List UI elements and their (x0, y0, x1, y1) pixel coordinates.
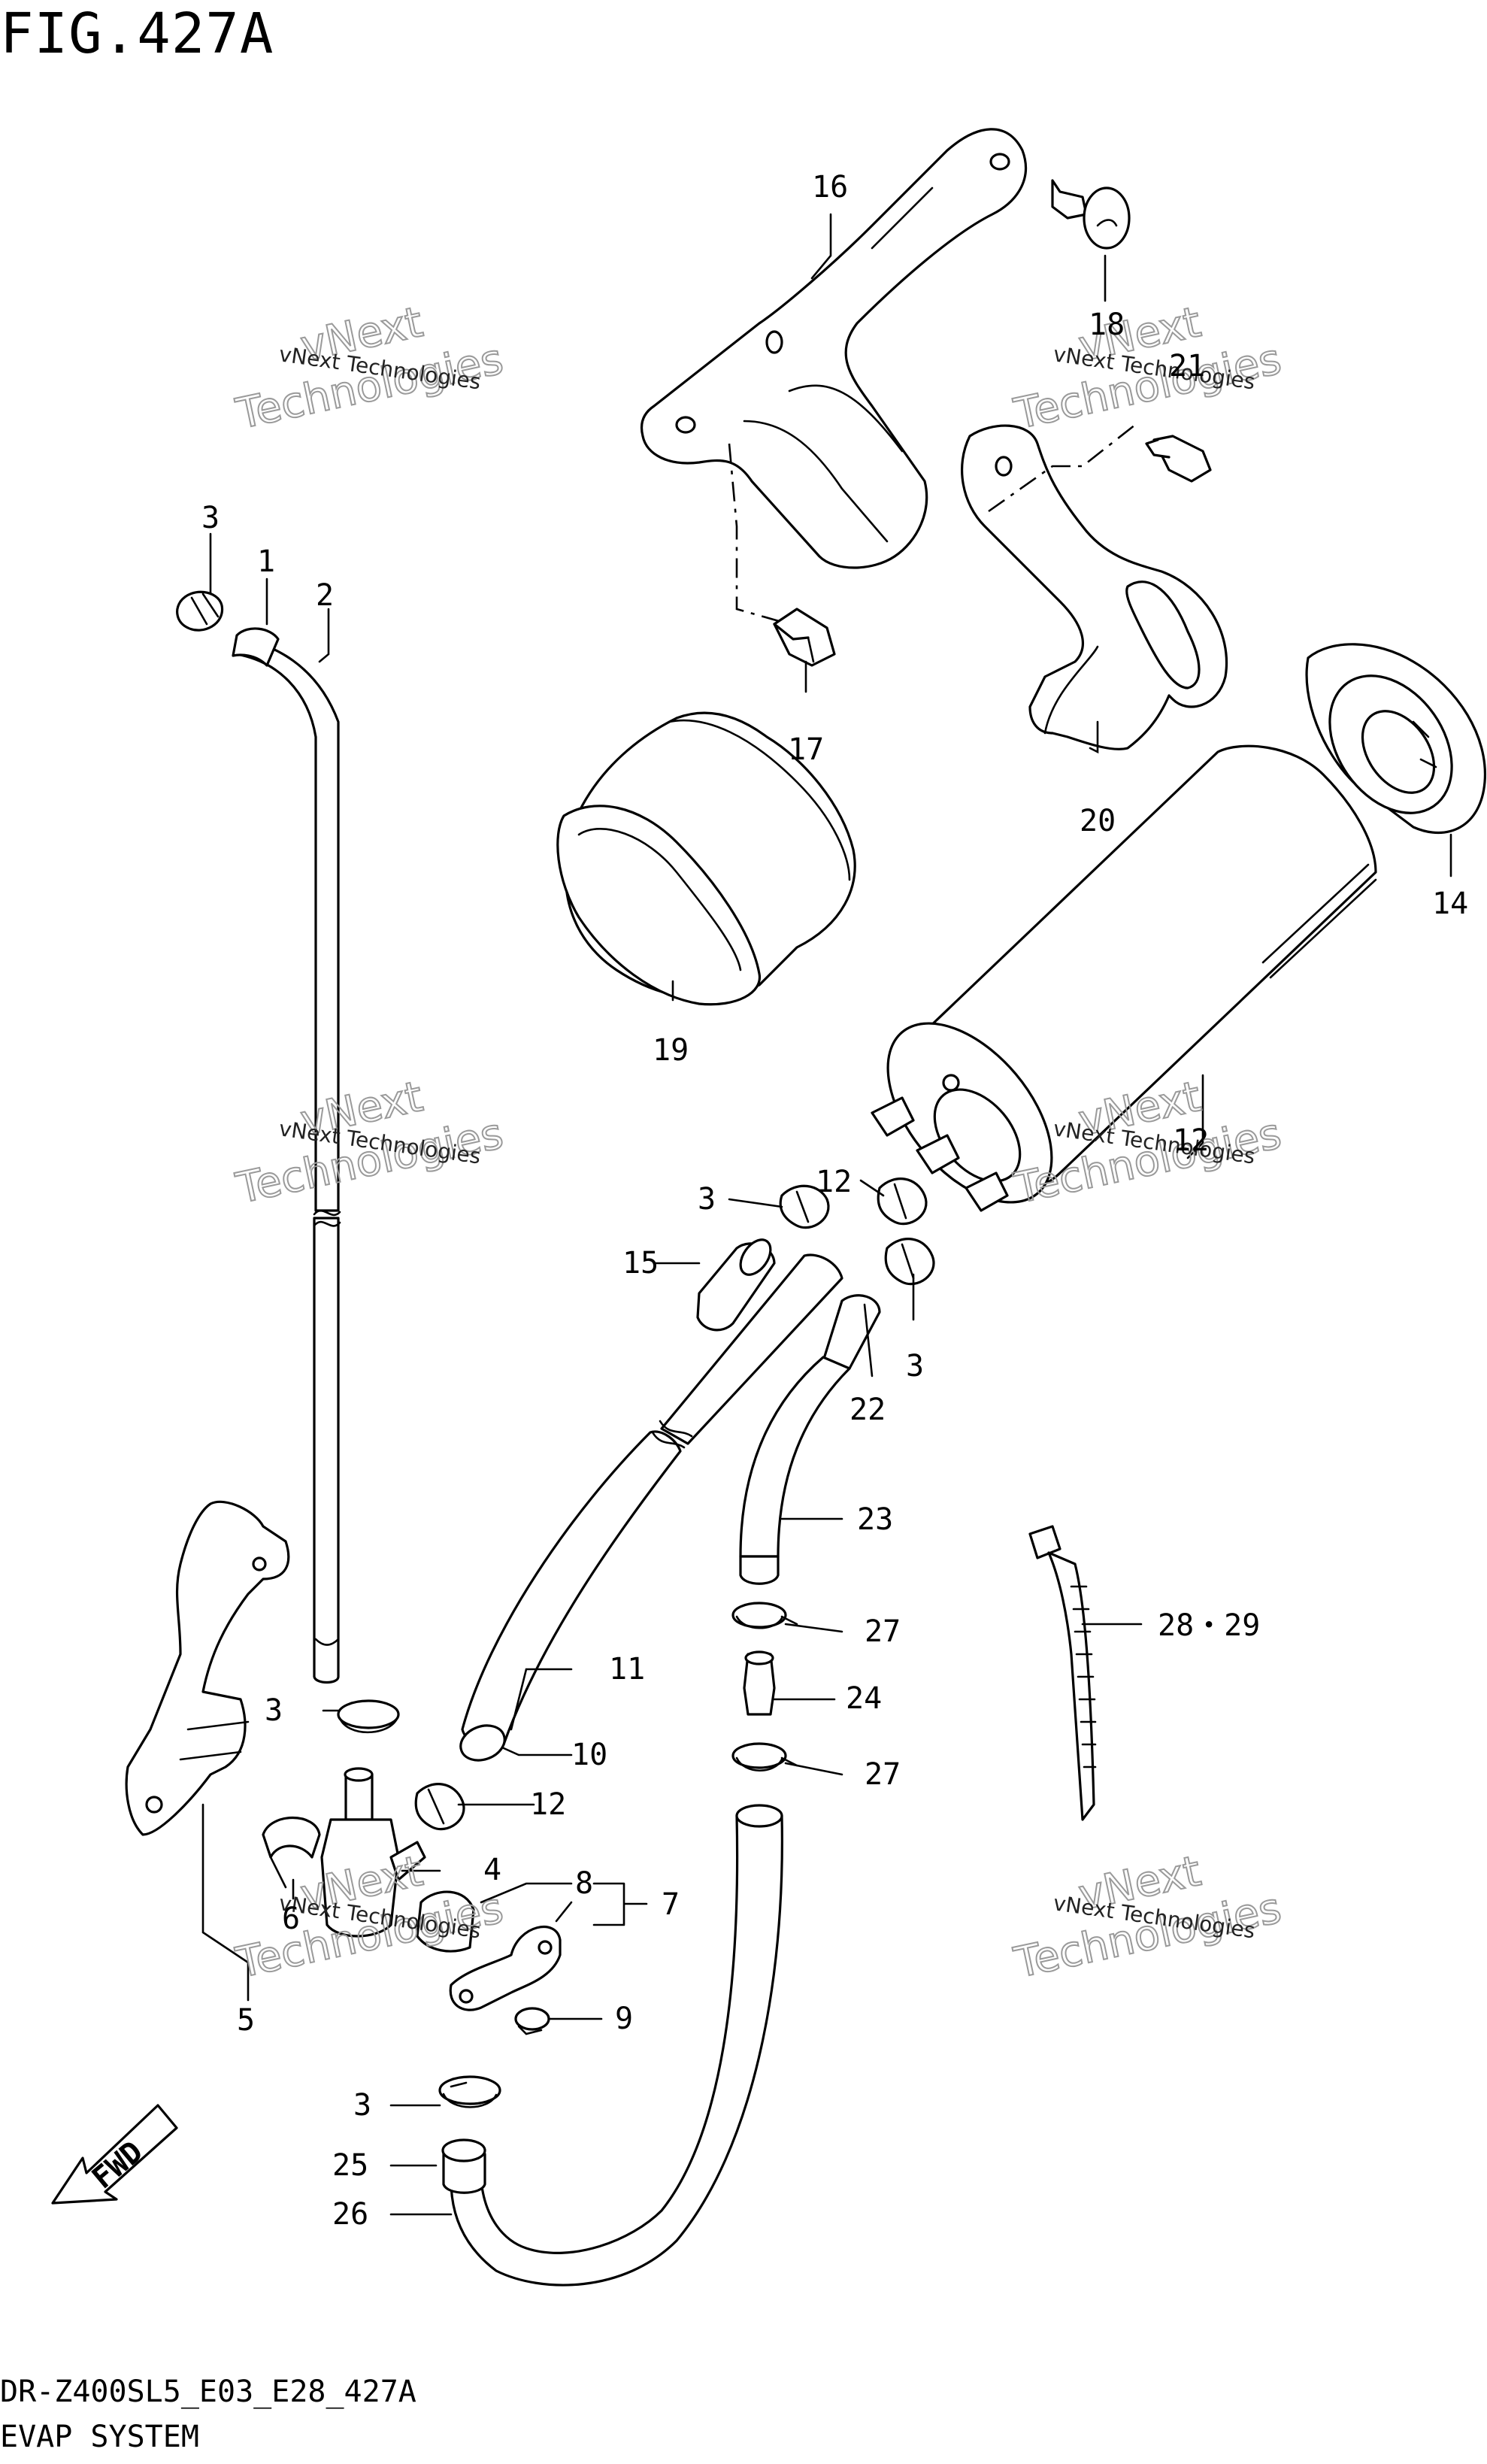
callouts: 1 2 3 16 18 21 17 20 14 19 12 3 12 15 3 … (201, 170, 1468, 2232)
callout-14[interactable]: 14 (1432, 886, 1468, 921)
leader-lines (201, 213, 1452, 2216)
hose-part-25[interactable] (441, 2138, 486, 2194)
cap-part-14[interactable] (1304, 643, 1487, 836)
callout-16[interactable]: 16 (812, 170, 848, 205)
callout-3e[interactable]: 3 (353, 2088, 371, 2123)
callout-3a[interactable]: 3 (201, 501, 220, 535)
hose-part-1[interactable] (232, 627, 280, 667)
clamp-part-3-right[interactable] (884, 1238, 935, 1286)
callout-15[interactable]: 15 (622, 1246, 659, 1280)
callout-20[interactable]: 20 (1080, 804, 1116, 838)
bracket-part-20[interactable] (961, 424, 1228, 750)
watermark-bottom-left: Technologies vNext vNext Technologies (231, 1846, 507, 1989)
section-name: EVAP SYSTEM (0, 2420, 199, 2454)
valve-part-4[interactable] (320, 1767, 426, 1938)
callout-26[interactable]: 26 (332, 2197, 368, 2232)
callout-23[interactable]: 23 (857, 1502, 893, 1537)
bracket-part-5[interactable] (125, 1500, 290, 1836)
callout-2[interactable]: 2 (316, 578, 334, 613)
callout-1[interactable]: 1 (257, 544, 275, 579)
clamp-part-12-lower[interactable] (414, 1783, 465, 1831)
holder-part-6[interactable] (262, 1816, 321, 1889)
hose-part-23[interactable] (739, 1356, 851, 1585)
callout-12b[interactable]: 12 (530, 1787, 566, 1822)
fwd-arrow-icon: FWD (51, 2104, 178, 2205)
callout-28-29[interactable]: 28・29 (1158, 1608, 1260, 1643)
figure-title: FIG.427A (0, 2, 274, 66)
hose-end-part-10[interactable] (456, 1720, 509, 1766)
callout-13[interactable]: 12 (1173, 1123, 1209, 1158)
model-code: DR-Z400SL5_E03_E28_427A (0, 2375, 416, 2409)
hose-part-26[interactable] (450, 1804, 783, 2287)
callout-8[interactable]: 8 (575, 1866, 593, 1901)
callout-6[interactable]: 6 (282, 1902, 300, 1936)
callout-9[interactable]: 9 (615, 2002, 633, 2036)
clamp-part-3-mid[interactable] (337, 1699, 400, 1734)
bolt-part-17[interactable] (773, 608, 836, 667)
callout-21[interactable]: 21 (1169, 349, 1205, 383)
clamp-part-3-lower[interactable] (438, 2075, 501, 2108)
callout-4[interactable]: 4 (483, 1853, 501, 1887)
callout-5[interactable]: 5 (237, 2003, 255, 2038)
callout-3c[interactable]: 3 (906, 1349, 924, 1384)
bracket-part-8[interactable] (416, 1890, 475, 1953)
callout-24[interactable]: 24 (846, 1681, 882, 1716)
cable-tie-part-28-29[interactable] (1028, 1525, 1097, 1821)
callout-12a[interactable]: 12 (816, 1165, 852, 1199)
hose-part-22[interactable] (822, 1294, 881, 1370)
callout-18[interactable]: 18 (1089, 308, 1125, 342)
bracket-part-16[interactable] (640, 128, 1028, 569)
clamp-part-27-upper[interactable] (731, 1602, 798, 1629)
bolt-part-18[interactable] (1051, 179, 1131, 250)
clamp-part-3-top-left[interactable] (176, 590, 224, 632)
callout-19[interactable]: 19 (653, 1033, 689, 1068)
cap-part-19[interactable] (556, 711, 856, 1006)
clamp-part-27-lower[interactable] (731, 1742, 798, 1772)
bolt-part-9[interactable] (514, 2007, 550, 2035)
callout-3d[interactable]: 3 (265, 1693, 283, 1728)
joint-part-24[interactable] (743, 1650, 776, 1716)
callout-27b[interactable]: 27 (865, 1757, 901, 1792)
callout-11[interactable]: 11 (609, 1652, 645, 1687)
callout-7[interactable]: 7 (662, 1887, 680, 1922)
plug-part-15[interactable] (696, 1235, 777, 1332)
watermark-top-left: Technologies vNext vNext Technologies (231, 297, 507, 440)
callout-3b[interactable]: 3 (698, 1182, 716, 1217)
clamp-part-3-upper[interactable] (779, 1184, 830, 1229)
clamp-part-12-upper[interactable] (877, 1177, 928, 1226)
callout-22[interactable]: 22 (849, 1393, 886, 1427)
bolt-part-21[interactable] (1145, 435, 1212, 483)
hose-part-2[interactable] (235, 638, 341, 1684)
callout-25[interactable]: 25 (332, 2148, 368, 2183)
callout-17[interactable]: 17 (788, 732, 824, 767)
callout-27a[interactable]: 27 (865, 1614, 901, 1649)
watermark-mid-left: Technologies vNext vNext Technologies (231, 1071, 507, 1214)
callout-10[interactable]: 10 (571, 1738, 607, 1772)
bracket-part-7[interactable] (449, 1926, 562, 2011)
watermark-bottom-right: Technologies vNext vNext Technologies (1009, 1846, 1286, 1989)
watermark-top-right: Technologies vNext vNext Technologies (1009, 297, 1286, 440)
canister-part-13[interactable] (856, 744, 1377, 1232)
hose-part-11[interactable] (461, 1253, 843, 1749)
